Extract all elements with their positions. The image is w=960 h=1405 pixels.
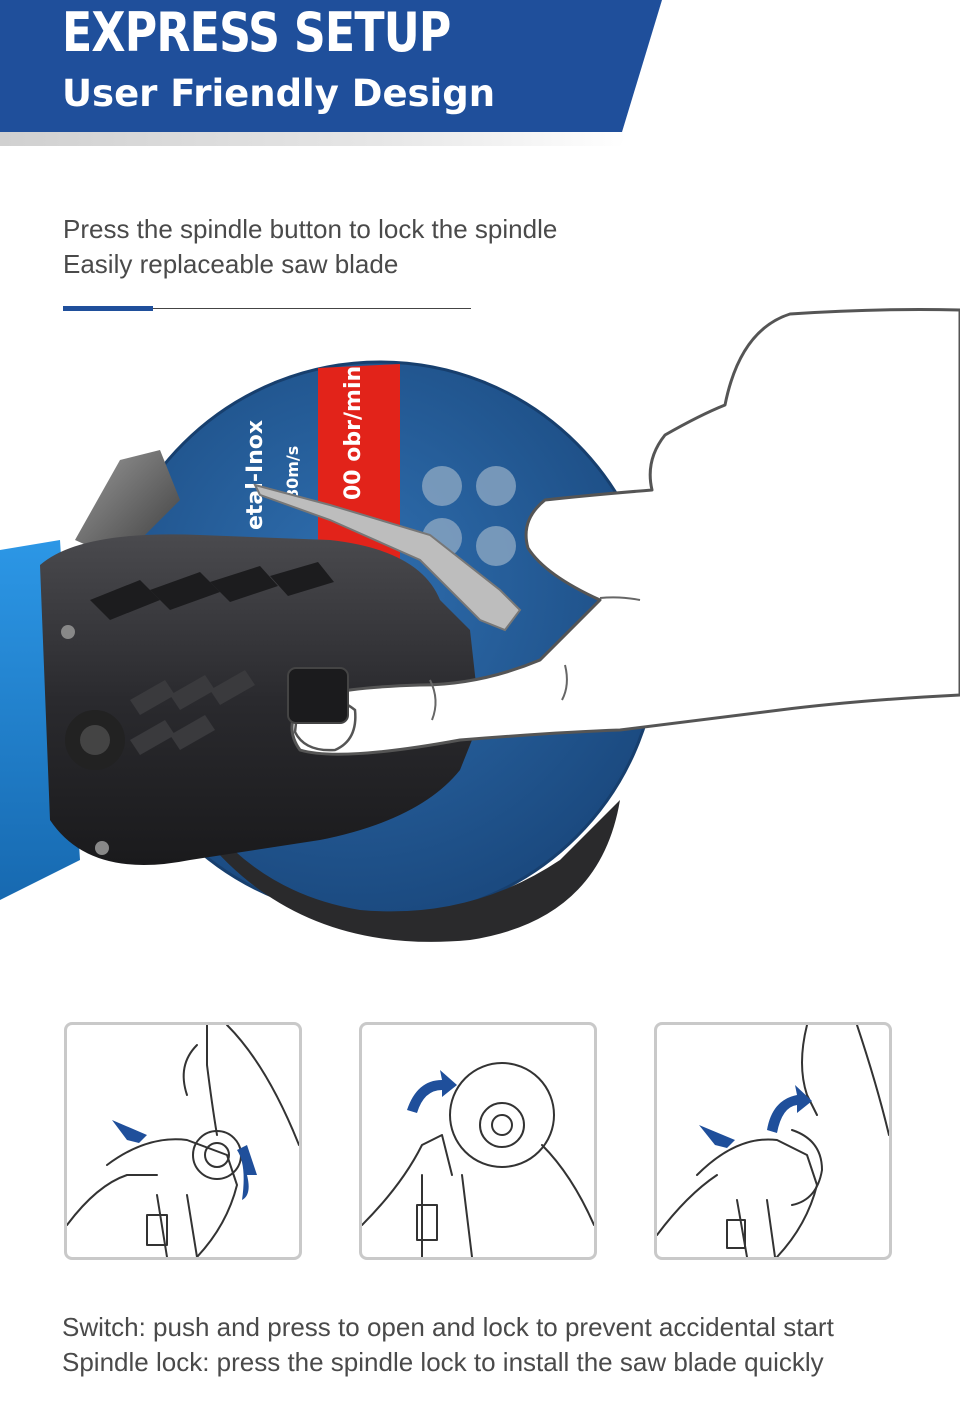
- intro-text: Press the spindle button to lock the spi…: [63, 212, 557, 282]
- safety-mask-icon: [476, 466, 516, 506]
- blade-label-rpm: 00 obr/min: [341, 366, 366, 500]
- push-arrow-icon: [699, 1125, 735, 1148]
- intro-divider: [63, 306, 471, 311]
- step-3-panel: [654, 1022, 892, 1260]
- footer-line-switch: Switch: push and press to open and lock …: [62, 1312, 834, 1342]
- safety-ear-icon: [476, 526, 516, 566]
- grinder-image: 00 obr/min etal-Inox 80m/s: [0, 308, 960, 942]
- page-title: EXPRESS SETUP: [62, 1, 451, 64]
- header-banner: EXPRESS SETUP User Friendly Design: [0, 0, 960, 150]
- rotate-arrow-icon: [237, 1145, 257, 1200]
- intro-line-1: Press the spindle button to lock the spi…: [63, 214, 558, 244]
- push-arrow-icon: [112, 1120, 147, 1143]
- divider-line: [153, 308, 471, 309]
- guard-clamp-lever: [253, 483, 522, 632]
- vent-chevrons: [130, 670, 255, 755]
- step-1-remove-blade-icon: [67, 1025, 299, 1257]
- grip-ridges: [90, 562, 334, 620]
- step-2-panel: [359, 1022, 597, 1260]
- page-subtitle: User Friendly Design: [62, 72, 496, 115]
- banner-shape: [0, 0, 662, 146]
- hand-pressing-button: [290, 308, 960, 756]
- screw: [61, 625, 75, 639]
- upper-guard: [75, 450, 180, 560]
- blade-label-speed: 80m/s: [283, 446, 302, 500]
- rotate-arrow-icon: [767, 1085, 812, 1133]
- hero-grinder-illustration: 00 obr/min etal-Inox 80m/s: [0, 300, 960, 960]
- divider-accent: [63, 306, 153, 311]
- step-1-panel: [64, 1022, 302, 1260]
- gear-head: [40, 534, 480, 865]
- safety-gloves-icon: [422, 466, 462, 506]
- spindle-lock-button: [287, 667, 349, 724]
- step-2-rotate-blade-icon: [362, 1062, 594, 1257]
- intro-line-2: Easily replaceable saw blade: [63, 249, 399, 279]
- step-3-install-blade-icon: [657, 1025, 889, 1257]
- screw: [95, 841, 109, 855]
- rotate-arrow-icon: [407, 1070, 457, 1113]
- footer-text: Switch: push and press to open and lock …: [62, 1310, 834, 1380]
- blade-label-material: etal-Inox: [243, 420, 268, 530]
- footer-line-spindle: Spindle lock: press the spindle lock to …: [62, 1347, 824, 1377]
- blade-guard: [160, 770, 620, 942]
